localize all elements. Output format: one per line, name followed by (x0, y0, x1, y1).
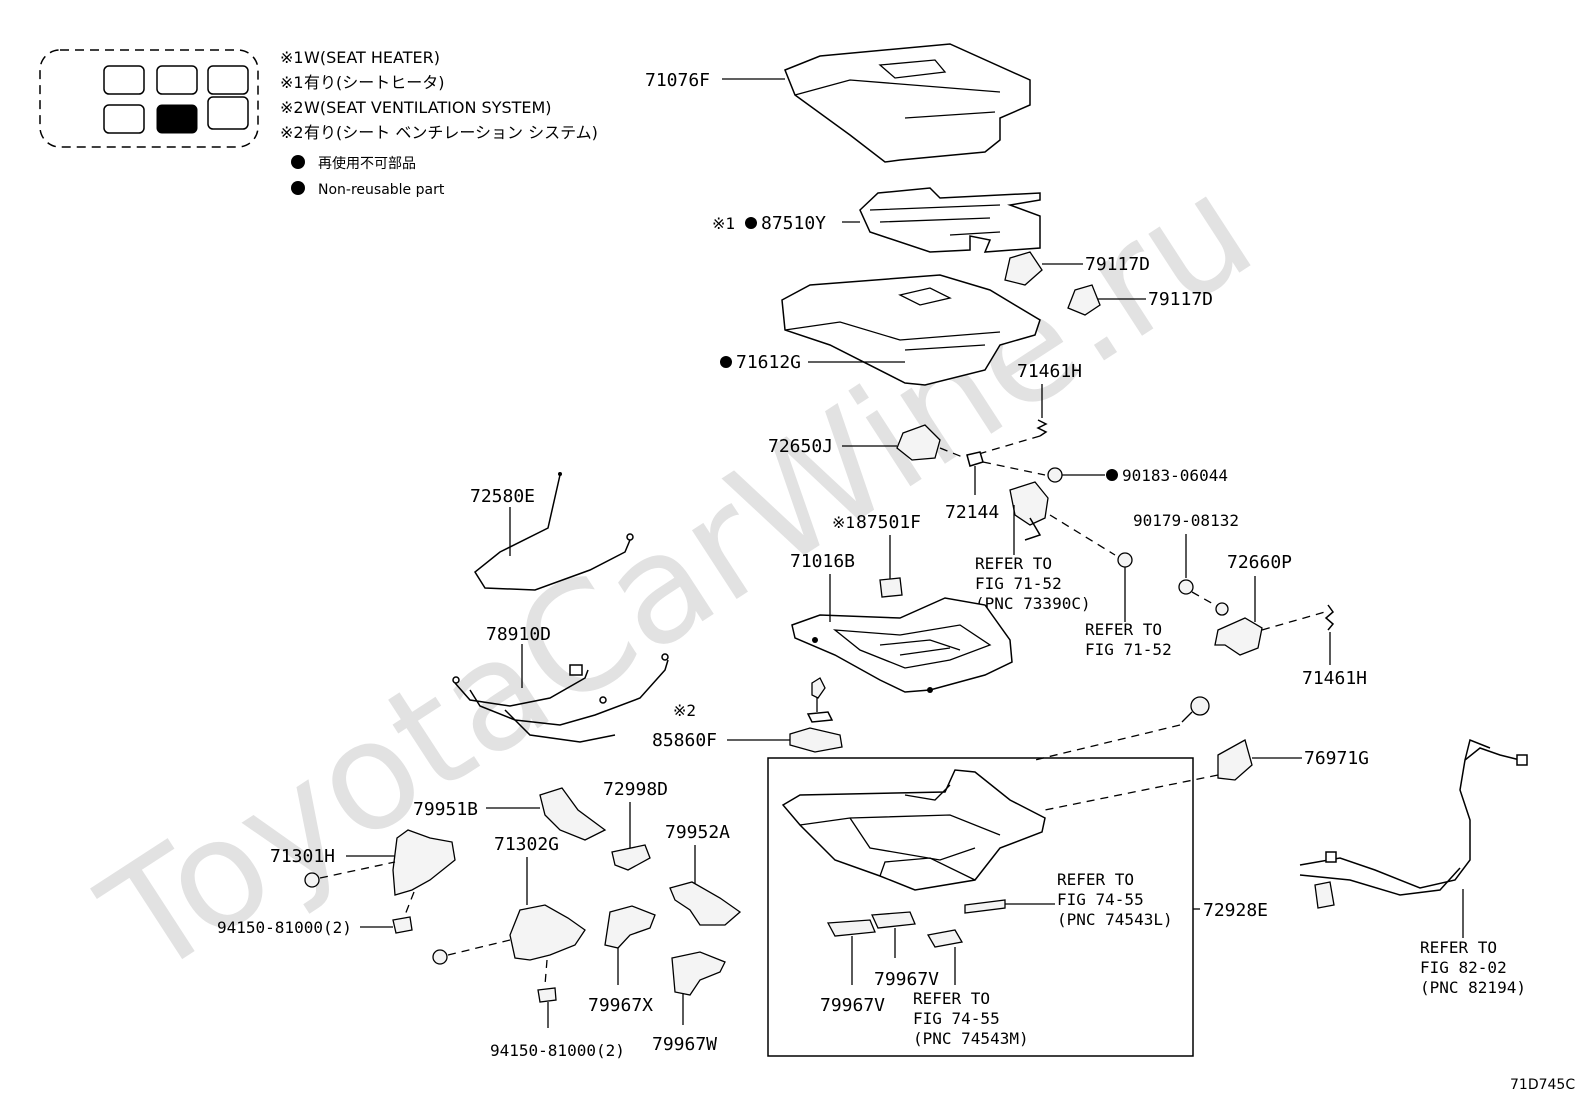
part-label-85860F: 85860F (652, 730, 717, 751)
part-label-79117D-2: 79117D (1148, 289, 1213, 310)
refer-1-line-2: FIG 71-52 (975, 574, 1062, 593)
part-label-78910D: 78910D (486, 624, 551, 645)
legend-text-2: 有り(シートヒータ) (304, 73, 445, 92)
seat-map-cell (103, 104, 145, 134)
seat-map-cell (207, 96, 249, 130)
figure-code: 71D745C (1510, 1077, 1575, 1093)
legend-mark-3: ※2 (280, 98, 304, 117)
legend-text-3: W(SEAT VENTILATION SYSTEM) (304, 98, 552, 117)
part-label-72650J: 72650J (768, 436, 833, 457)
part-label-79967V-1: 79967V (820, 995, 885, 1016)
right-seat-harness: REFER TO FIG 82-02 (PNC 82194) (1299, 738, 1528, 997)
part-label-71461H-1: 71461H (1017, 361, 1082, 382)
part-mark-87510Y: ※1 (712, 214, 735, 233)
seat-map-cell (207, 65, 249, 95)
seat-heater-pad: ※1 87510Y (712, 187, 1041, 253)
part-label-76971G: 76971G (1304, 748, 1369, 769)
part-label-71302G: 71302G (494, 834, 559, 855)
seat-map-cell (156, 65, 198, 95)
seat-cushion-cover: 71076F (645, 43, 1031, 163)
refer-5-line-3: (PNC 82194) (1420, 978, 1526, 997)
refer-2-line-2: FIG 71-52 (1085, 640, 1172, 659)
seat-cushion-frame: 71016B (790, 551, 1013, 693)
nonreusable-dot-icon (1106, 469, 1118, 481)
side-bracket-group: 79951B 72998D 79952A 71301H 94150-81000(… (217, 779, 742, 1060)
legend: ※1 W(SEAT HEATER) ※1 有り(シートヒータ) ※2 W(SEA… (39, 48, 598, 198)
part-label-87501F: 87501F (856, 512, 921, 533)
part-label-79967V-2: 79967V (874, 969, 939, 990)
part-label-79967W: 79967W (652, 1034, 717, 1055)
nonreusable-dot-icon (720, 356, 732, 368)
legend-mark-2: ※1 (280, 73, 304, 92)
legend-text-4: 有り(シート ベンチレーション システム) (304, 123, 598, 142)
part-label-90179-08132: 90179-08132 (1133, 511, 1239, 530)
seat-adjuster-mechanism: REFER TO FIG 71-52 (PNC 73390C) REFER TO… (975, 481, 1172, 659)
seat-undercover-group: 72928E REFER TO FIG 74-55 (PNC 74543L) 7… (767, 757, 1268, 1057)
nonreusable-dot-icon (291, 155, 305, 169)
legend-mark-4: ※2 (280, 123, 304, 142)
refer-5-line-2: FIG 82-02 (1420, 958, 1507, 977)
legend-mark-1: ※1 (280, 48, 304, 67)
ventilation-fan-unit: ※2 85860F (652, 677, 843, 753)
refer-3-line-3: (PNC 74543L) (1057, 910, 1173, 929)
part-label-71076F: 71076F (645, 70, 710, 91)
hook-and-bracket-group: 71461H 72650J 72144 90183-06044 (768, 361, 1228, 523)
part-label-94150-81000-1: 94150-81000(2) (217, 918, 352, 937)
part-label-79952A: 79952A (665, 822, 730, 843)
part-label-72928E: 72928E (1203, 900, 1268, 921)
part-label-71461H-2: 71461H (1302, 668, 1367, 689)
refer-5-line-1: REFER TO (1420, 938, 1497, 957)
part-label-94150-81000-2: 94150-81000(2) (490, 1041, 625, 1060)
release-cable: 72580E (470, 472, 634, 591)
part-label-72580E: 72580E (470, 486, 535, 507)
part-label-90183-06044: 90183-06044 (1122, 466, 1228, 485)
seat-cushion-pad: 71612G (720, 274, 1041, 386)
part-label-79967X: 79967X (588, 995, 653, 1016)
cushion-pad-pieces: 79117D 79117D (1004, 251, 1213, 316)
part-label-79117D-1: 79117D (1085, 254, 1150, 275)
nonreusable-dot-icon (291, 181, 305, 195)
part-label-72660P: 72660P (1227, 552, 1292, 573)
seat-map-cell (103, 65, 145, 95)
undercover-group-box (767, 757, 1194, 1057)
refer-4-line-2: FIG 74-55 (913, 1009, 1000, 1028)
refer-4-line-3: (PNC 74543M) (913, 1029, 1029, 1048)
seat-wire-harness: 78910D (452, 624, 669, 743)
refer-4-line-1: REFER TO (913, 989, 990, 1008)
right-side-hardware: 90179-08132 72660P 71461H (1133, 511, 1367, 689)
part-label-72998D: 72998D (603, 779, 668, 800)
part-mark-87501F: ※1 (832, 513, 855, 532)
heater-connector-block: ※1 87501F (832, 512, 921, 598)
legend-text-1: W(SEAT HEATER) (304, 48, 440, 67)
part-label-71301H: 71301H (270, 846, 335, 867)
part-label-71612G: 71612G (736, 352, 801, 373)
refer-2-line-1: REFER TO (1085, 620, 1162, 639)
refer-3-line-1: REFER TO (1057, 870, 1134, 889)
part-label-71016B: 71016B (790, 551, 855, 572)
refer-3-line-2: FIG 74-55 (1057, 890, 1144, 909)
part-label-87510Y: 87510Y (761, 213, 826, 234)
part-label-72144: 72144 (945, 502, 999, 523)
mounting-bolt-and-clip: 76971G (1034, 696, 1369, 811)
nonreusable-dot-icon (745, 217, 757, 229)
part-mark-85860F: ※2 (673, 701, 696, 720)
nonreusable-text-en: Non-reusable part (318, 182, 445, 198)
part-label-79951B: 79951B (413, 799, 478, 820)
refer-1-line-1: REFER TO (975, 554, 1052, 573)
nonreusable-text-ja: 再使用不可部品 (318, 155, 416, 172)
refer-1-line-3: (PNC 73390C) (975, 594, 1091, 613)
seat-map-cell-selected (156, 104, 198, 134)
